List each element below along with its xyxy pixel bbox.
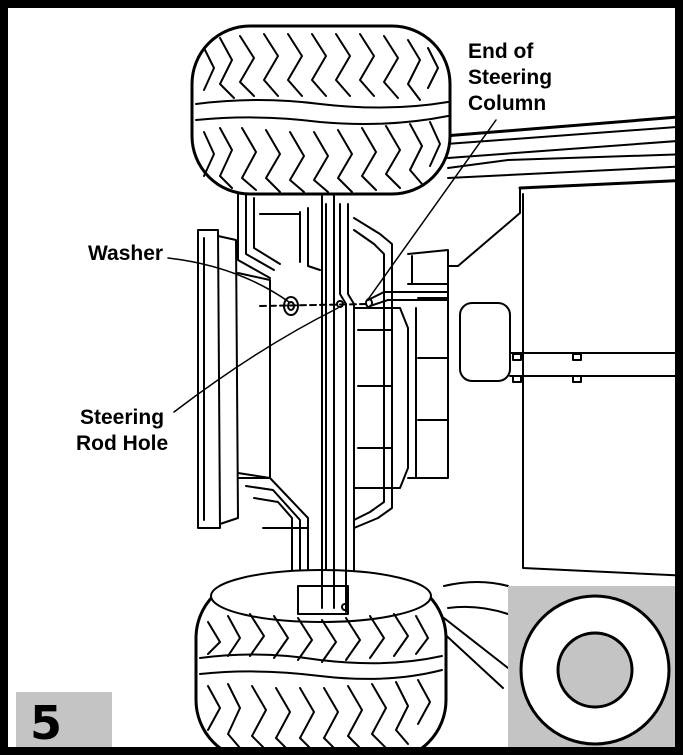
label-washer: Washer [88, 242, 163, 265]
step-number: 5 [30, 696, 63, 750]
label-rod-line-1: Steering [80, 406, 164, 429]
tire-top [190, 24, 452, 196]
label-end-of-steering-column: End of Steering Column [468, 40, 558, 115]
washer-detail-inset [508, 586, 675, 747]
vehicle-body [437, 115, 675, 689]
leader-lines [167, 119, 497, 413]
washer-icon [519, 594, 671, 746]
axle-frame [197, 187, 449, 613]
label-rod-line-2: Rod Hole [76, 432, 168, 455]
tire-bottom [194, 567, 448, 747]
step-badge: 5 [16, 692, 112, 750]
label-end-line-3: Column [468, 92, 546, 115]
label-end-line-2: Steering [468, 66, 552, 89]
steering-assembly-diagram: End of Steering Column Washer Steering R… [76, 24, 675, 747]
leader-washer [167, 257, 290, 303]
leader-steering-rod-hole [173, 307, 339, 413]
leader-end-of-steering-column [368, 119, 497, 299]
label-end-line-1: End of [468, 40, 534, 63]
label-steering-rod-hole: Steering Rod Hole [76, 406, 170, 455]
